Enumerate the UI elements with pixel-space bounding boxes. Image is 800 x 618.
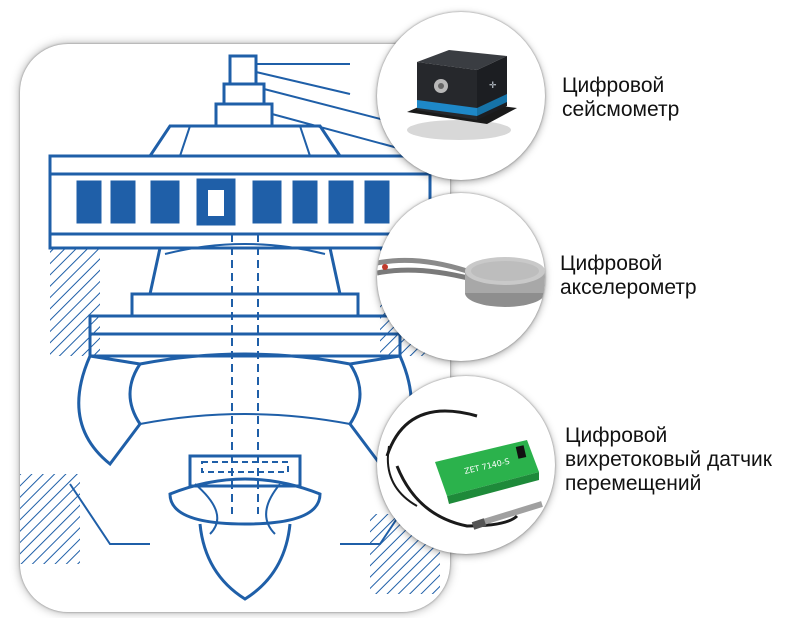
accelerometer-photo bbox=[377, 193, 545, 361]
eddy-current-sensor-illustration: ZET 7140-S bbox=[385, 409, 543, 530]
accelerometer-illustration bbox=[377, 257, 545, 307]
accelerometer-label: Цифровой акселерометр bbox=[560, 252, 697, 299]
seismometer-label: Цифровой сейсмометр bbox=[562, 74, 680, 121]
svg-text:✛: ✛ bbox=[489, 81, 497, 91]
eddy-current-sensor-label: Цифровой вихретоковый датчик перемещений bbox=[565, 424, 772, 495]
seismometer-illustration: ✛ bbox=[407, 50, 517, 140]
turbine-drawing-panel bbox=[20, 44, 450, 612]
eddy-current-sensor-photo: ZET 7140-S bbox=[377, 376, 555, 554]
seismometer-photo: ✛ bbox=[377, 12, 545, 180]
